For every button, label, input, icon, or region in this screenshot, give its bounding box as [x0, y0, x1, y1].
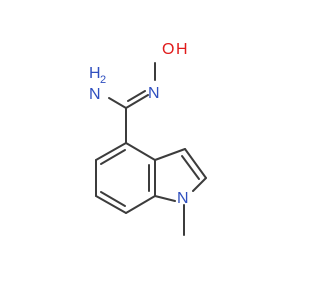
bond-c3a-c3: [154, 148, 186, 161]
amine-hydrogen-label: H: [89, 65, 101, 82]
bond-c2-n1: [192, 177, 207, 192]
hydroxyl-hydrogen-label: H: [176, 41, 188, 58]
bond-amidine-n: [125, 94, 149, 109]
bond-c5-c4: [95, 142, 127, 161]
bond-n1-c7a: [154, 195, 176, 202]
amine-nitrogen-label: N: [89, 86, 101, 103]
hydroxyl-oxygen-label: O: [162, 41, 174, 58]
bond-c4-c3a: [125, 142, 156, 161]
amine-subscript-label: 2: [100, 74, 106, 86]
bond-c7-c6-inner: [100, 191, 126, 207]
bond-c3-c2-inner: [181, 155, 200, 180]
bond-c5-c4-inner: [100, 149, 126, 165]
structure-canvas: O H N H 2 N N: [89, 41, 207, 236]
bond-c7a-c7: [125, 195, 156, 214]
bond-amidine-n-inner: [127, 90, 146, 102]
bond-c3-c2: [184, 148, 207, 179]
bond-amidine-nh2: [108, 97, 127, 109]
bond-c7-c6: [95, 195, 127, 214]
indole-nitrogen-label: N: [177, 190, 189, 207]
oxime-nitrogen-label: N: [148, 85, 160, 102]
molecule-structure: O H N H 2 N N: [89, 41, 207, 236]
